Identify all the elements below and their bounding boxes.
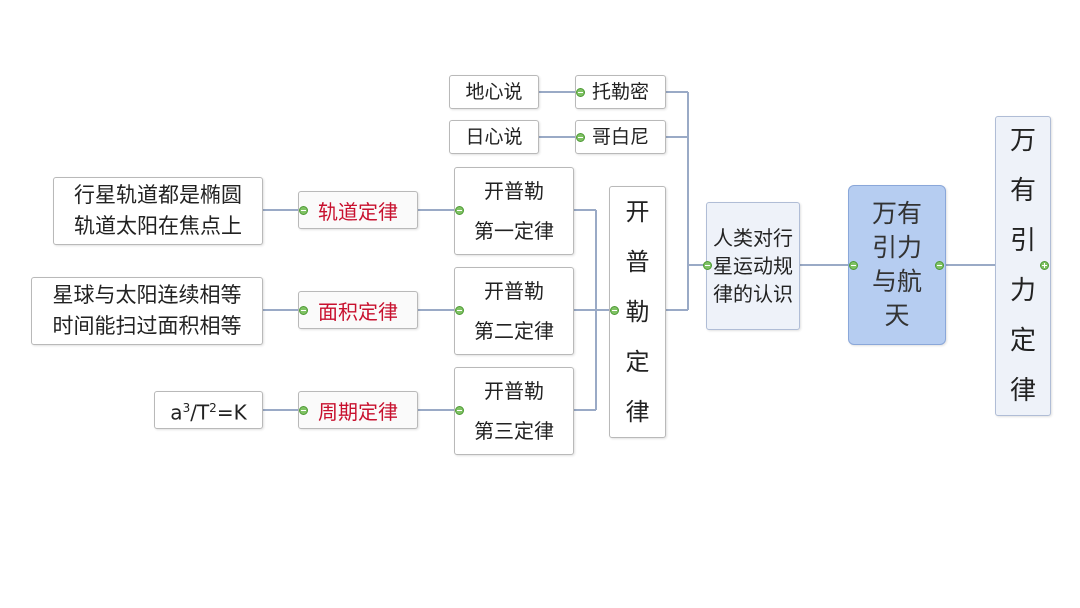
formula-eq-k: =K — [216, 400, 247, 425]
kepler-second-law-title-line1: 开普勒 — [484, 279, 544, 303]
formula-a: a — [170, 400, 183, 425]
collapse-icon[interactable] — [935, 261, 944, 270]
copernicus-node[interactable]: 哥白尼 — [575, 120, 666, 154]
root-node[interactable]: 万有引力定律 — [995, 116, 1051, 416]
formula-slash-t: /T — [190, 400, 210, 425]
collapse-icon[interactable] — [703, 261, 712, 270]
ptolemy-node[interactable]: 托勒密 — [575, 75, 666, 109]
collapse-icon[interactable] — [455, 306, 464, 315]
formula-exp-3: 3 — [182, 400, 191, 415]
formula-exp-2: 2 — [209, 400, 217, 415]
collapse-icon[interactable] — [299, 206, 308, 215]
heliocentric-node[interactable]: 日心说 — [449, 120, 539, 154]
orbit-law-node[interactable]: 轨道定律 — [298, 191, 418, 229]
heliocentric-label: 日心说 — [465, 126, 523, 148]
area-law-description-line1: 星球与太阳连续相等 — [52, 283, 242, 307]
area-law-description-line2: 时间能扫过面积相等 — [52, 314, 242, 338]
kepler-laws-node[interactable]: 开普勒定律 — [609, 186, 666, 438]
collapse-icon[interactable] — [576, 133, 585, 142]
orbit-law-description-node[interactable]: 行星轨道都是椭圆 轨道太阳在焦点上 — [53, 177, 263, 245]
root-label: 万有引力定律 — [1009, 126, 1036, 406]
area-law-node[interactable]: 面积定律 — [298, 291, 418, 329]
kepler-third-law-title-line2: 第三定律 — [474, 419, 554, 443]
orbit-law-description-line2: 轨道太阳在焦点上 — [74, 214, 242, 238]
human-understanding-label: 人类对行星运动规律的认识 — [713, 226, 793, 306]
collapse-icon[interactable] — [576, 88, 585, 97]
kepler-first-law-node[interactable]: 开普勒 第一定律 — [454, 167, 574, 255]
period-law-node[interactable]: 周期定律 — [298, 391, 418, 429]
gravity-space-node[interactable]: 万有引力与航天 — [848, 185, 946, 345]
geocentric-node[interactable]: 地心说 — [449, 75, 539, 109]
kepler-first-law-title-line1: 开普勒 — [484, 179, 544, 203]
collapse-icon[interactable] — [849, 261, 858, 270]
period-law-formula-node[interactable]: a3/T2=K — [154, 391, 263, 429]
kepler-third-law-title-line1: 开普勒 — [484, 379, 544, 403]
area-law-label: 面积定律 — [318, 299, 398, 324]
collapse-icon[interactable] — [455, 206, 464, 215]
kepler-first-law-title-line2: 第一定律 — [474, 219, 554, 243]
orbit-law-label: 轨道定律 — [318, 199, 398, 224]
collapse-icon[interactable] — [455, 406, 464, 415]
gravity-space-label: 万有引力与航天 — [871, 199, 922, 330]
ptolemy-label: 托勒密 — [591, 81, 649, 103]
period-law-label: 周期定律 — [318, 399, 398, 424]
collapse-icon[interactable] — [299, 406, 308, 415]
kepler-second-law-node[interactable]: 开普勒 第二定律 — [454, 267, 574, 355]
orbit-law-description-line1: 行星轨道都是椭圆 — [74, 183, 242, 207]
kepler-third-law-node[interactable]: 开普勒 第三定律 — [454, 367, 574, 455]
area-law-description-node[interactable]: 星球与太阳连续相等 时间能扫过面积相等 — [31, 277, 263, 345]
human-understanding-node[interactable]: 人类对行星运动规律的认识 — [706, 202, 800, 330]
collapse-icon[interactable] — [610, 306, 619, 315]
connector-human-branches — [666, 91, 706, 311]
period-law-formula: a3/T2=K — [170, 393, 246, 428]
copernicus-label: 哥白尼 — [591, 126, 649, 148]
geocentric-label: 地心说 — [465, 81, 523, 103]
kepler-second-law-title-line2: 第二定律 — [474, 319, 554, 343]
kepler-laws-label: 开普勒定律 — [625, 198, 650, 426]
connector-kepler-laws — [574, 209, 612, 411]
expand-icon[interactable] — [1040, 261, 1049, 270]
collapse-icon[interactable] — [299, 306, 308, 315]
